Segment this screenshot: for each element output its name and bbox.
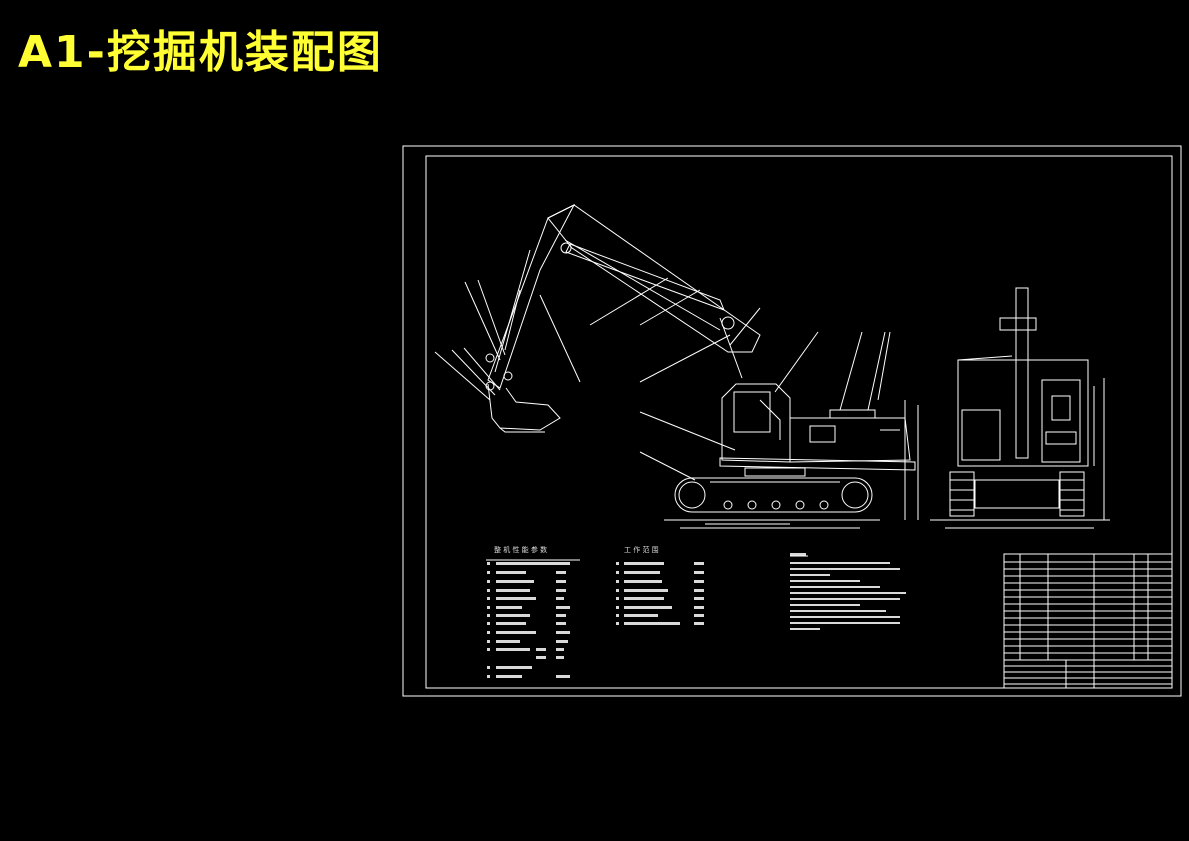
inner-border [425,155,1173,689]
performance-table-heading: 整 机 性 能 参 数 [494,545,547,554]
title-block [1003,553,1173,689]
drawing-title: A1-挖掘机装配图 [18,27,383,78]
side-view-excavator [434,203,919,529]
work-range-table-heading: 工 作 范 围 [624,545,659,554]
table-text-marks: 整 机 性 能 参 数 工 作 范 围 [487,545,906,678]
front-view-excavator [930,287,1110,529]
outer-border [402,145,1182,697]
